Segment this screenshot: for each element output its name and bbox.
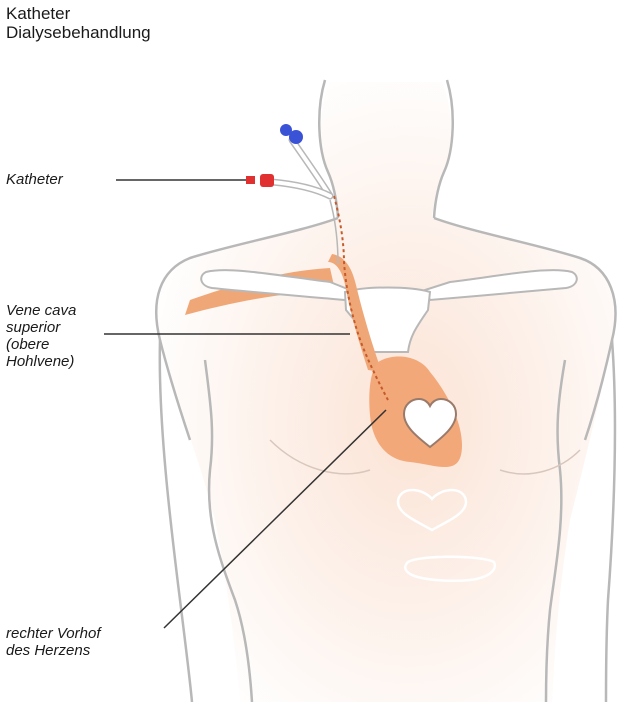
label-atrium: rechter Vorhof des Herzens: [6, 625, 101, 659]
leader-line-atrium: [163, 409, 387, 629]
right-arm-inner: [544, 359, 567, 702]
catheter-red-cap-icon: [246, 174, 274, 187]
right-clavicle: [423, 269, 578, 302]
catheter-blue-cap-icon: [280, 124, 303, 144]
label-atrium-line-2: des Herzens: [6, 642, 91, 659]
label-catheter: Katheter: [6, 171, 63, 188]
label-vena-cava-line-1: Vene cava: [6, 302, 77, 319]
left-shoulder-outline: [155, 216, 339, 441]
page-title: Katheter Dialysebehandlung: [6, 4, 151, 42]
vena-cava-superior: [328, 254, 382, 372]
label-catheter-text: Katheter: [6, 171, 63, 188]
catheter-tube-outer: [329, 199, 339, 265]
right-pectoral-line: [499, 449, 581, 475]
title-line-1: Katheter: [6, 4, 71, 23]
label-vena-cava-line-3: (obere: [6, 336, 50, 353]
catheter-tube: [333, 195, 389, 401]
left-arm-inner: [203, 359, 254, 702]
head-neck-outline: [318, 79, 340, 219]
title-line-2: Dialysebehandlung: [6, 23, 151, 42]
heart-outline-icon: [396, 488, 468, 532]
left-arm-outer: [158, 339, 194, 702]
label-vena-cava-line-4: Hohlvene): [6, 353, 75, 370]
label-vena-cava: Vene cava superior (obere Hohlvene): [6, 302, 76, 370]
left-clavicle: [200, 269, 352, 302]
label-vena-cava-line-2: superior: [6, 319, 61, 336]
right-shoulder-outline: [433, 216, 617, 441]
catheter-branch-lower-inner: [270, 180, 332, 198]
lower-outline-shape: [404, 555, 497, 582]
heart-icon: [402, 397, 458, 449]
head-neck-outline-right: [432, 79, 454, 219]
right-arm-outer: [604, 339, 617, 702]
left-pectoral-line: [269, 439, 371, 475]
label-atrium-line-1: rechter Vorhof: [6, 625, 101, 642]
